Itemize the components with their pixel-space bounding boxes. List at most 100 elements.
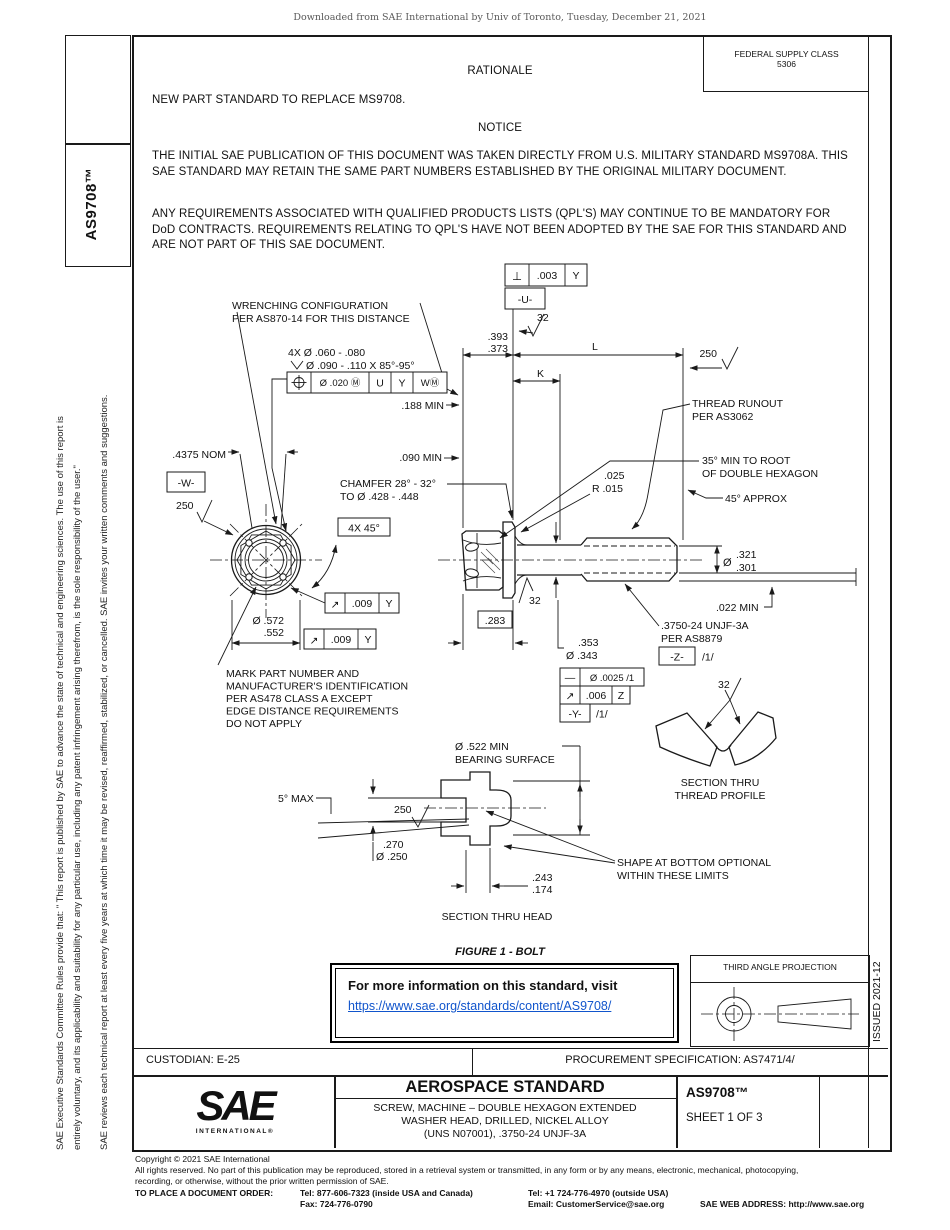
bolt-front-view (230, 524, 302, 596)
datum-u: -U- (518, 294, 533, 306)
doc-number: AS9708™ (686, 1085, 749, 1100)
procurement-spec: PROCUREMENT SPECIFICATION: AS7471/4/ (565, 1054, 795, 1066)
dim-552: .552 (264, 627, 285, 639)
min-188: .188 MIN (401, 400, 444, 412)
bolt-side-view (461, 521, 678, 599)
head-hatch (480, 548, 501, 574)
part-title-2: WASHER HEAD, DRILLED, NICKEL ALLOY (401, 1115, 609, 1127)
lockwire-hole (245, 539, 253, 547)
info-box-link[interactable]: https://www.sae.org/standards/content/AS… (348, 999, 612, 1013)
wrenching-line1: WRENCHING CONFIGURATION (232, 300, 388, 312)
rationale-title: RATIONALE (467, 65, 533, 77)
head-runout-fcfs: ↗ .009 Y Ø .572 .552 ↗ .009 Y (231, 587, 400, 650)
rights-line-1: All rights reserved. No part of this pub… (135, 1165, 799, 1175)
dim-250: Ø .250 (376, 851, 408, 863)
part-title-3: (UNS N07001), .3750-24 UNJF-3A (423, 1128, 587, 1140)
datum-y: -Y- (568, 709, 582, 721)
finish-32-shank: 32 (529, 595, 541, 607)
sidebar-disclaimer-2: SAE reviews each technical report at lea… (99, 394, 110, 1150)
dim-025: .025 (604, 470, 625, 482)
thread-callout: .3750-24 UNJF-3A PER AS8879 -Z- /1/ (624, 583, 749, 666)
fsc-box: FEDERAL SUPPLY CLASS 5306 (703, 35, 869, 92)
dim-321: .321 (736, 549, 757, 561)
position-tol: Ø .020 Ⓜ (320, 378, 361, 389)
wrenching-line2: PER AS870-14 FOR THIS DISTANCE (232, 313, 410, 325)
shape-note-1: SHAPE AT BOTTOM OPTIONAL (617, 857, 771, 869)
upper-dimensions: .393 .373 L K .188 MIN .090 MIN (399, 309, 684, 540)
thread-callout-2: PER AS8879 (661, 633, 722, 645)
bearing-note-1: Ø .522 MIN (455, 741, 509, 753)
sae-logo-sub: INTERNATIONAL® (196, 1127, 274, 1135)
position-symbol (291, 375, 307, 390)
datum-z: -Z- (670, 652, 684, 664)
projection-title: THIRD ANGLE PROJECTION (723, 962, 837, 972)
section-thru-head: Ø .522 MIN BEARING SURFACE 5° MAX 250 .2… (278, 741, 771, 923)
position-d2: Y (398, 378, 405, 390)
dia-sym: Ø (723, 557, 732, 569)
wrenching-note: WRENCHING CONFIGURATION PER AS870-14 FOR… (232, 300, 459, 525)
approx-45: 45° APPROX (725, 493, 787, 505)
runout-tol-2: .009 (331, 634, 352, 646)
thread-dia-dims: Ø .321 .301 .022 MIN (679, 545, 857, 614)
datum-w: -W- (178, 478, 195, 490)
order-fax: Fax: 724-776-0790 (300, 1199, 373, 1209)
dim-353: .353 (578, 637, 599, 649)
holes-note-1: 4X Ø .060 - .080 (288, 347, 365, 359)
min-090: .090 MIN (399, 452, 442, 464)
mark-line1: MARK PART NUMBER AND (226, 668, 359, 680)
dim-174: .174 (532, 884, 553, 896)
mark-note: MARK PART NUMBER AND MANUFACTURER'S IDEN… (217, 586, 408, 730)
dim-243: .243 (532, 872, 553, 884)
section-head-caption: SECTION THRU HEAD (442, 911, 553, 923)
angle-4x45: 4X 45° (311, 517, 391, 589)
section-thread-2: THREAD PROFILE (674, 790, 765, 802)
lockwire-hole-note: 4X Ø .060 - .080 Ø .090 - .110 X 85°-95°… (271, 347, 448, 532)
dim-393: .393 (488, 331, 509, 343)
fsc-label: FEDERAL SUPPLY CLASS (734, 49, 839, 59)
order-tel-1: Tel: 877-606-7323 (inside USA and Canada… (300, 1188, 473, 1198)
runout-tol: .009 (352, 598, 373, 610)
frame-right-inner-line (868, 35, 869, 1148)
shape-note-2: WITHIN THESE LIMITS (617, 870, 729, 882)
finish-32-thread: 32 (718, 679, 730, 691)
dim-343: Ø .343 (566, 650, 598, 662)
lockwire-hole (279, 573, 287, 581)
doc-type: AEROSPACE STANDARD (405, 1078, 605, 1096)
thread-fcf-stack: — Ø .0025 /1 ↗ .006 Z -Y- /1/ (559, 667, 645, 723)
sae-web-address[interactable]: SAE WEB ADDRESS: http://www.sae.org (700, 1199, 865, 1209)
note-ref-z: /1/ (702, 652, 714, 664)
copyright-line: Copyright © 2021 SAE International (135, 1154, 270, 1164)
runout-tol-006: .006 (586, 690, 607, 702)
dim-373: .373 (488, 343, 509, 355)
sheet-number: SHEET 1 OF 3 (686, 1112, 763, 1124)
fsc-value: 5306 (777, 59, 796, 69)
root-note-1: 35° MIN TO ROOT (702, 455, 791, 467)
finish-250-section: 250 (394, 804, 412, 816)
order-email[interactable]: Email: CustomerService@sae.org (528, 1199, 665, 1209)
figure-1-drawing: .393 .373 L K .188 MIN .090 MIN ⊥ .003 Y… (166, 263, 857, 923)
straightness-tol: Ø .0025 /1 (590, 673, 634, 684)
mark-line4: EDGE DISTANCE REQUIREMENTS (226, 706, 399, 718)
right-side-notes: THREAD RUNOUT PER AS3062 35° MIN TO ROOT… (340, 398, 818, 539)
root-note-2: OF DOUBLE HEXAGON (702, 468, 818, 480)
projection-symbol (701, 987, 859, 1041)
finish-250-left-label: 250 (176, 500, 194, 512)
position-d3: WⓂ (421, 378, 440, 389)
notice-title: NOTICE (477, 122, 523, 134)
custodian: CUSTODIAN: E-25 (146, 1054, 240, 1066)
rationale-text: NEW PART STANDARD TO REPLACE MS9708. (152, 94, 406, 106)
sae-logo: SAE INTERNATIONAL® (196, 1082, 282, 1135)
finish-32-top: 32 (537, 312, 549, 324)
max-5: 5° MAX (278, 793, 314, 805)
sae-logo-text: SAE (196, 1082, 278, 1129)
perp-symbol: ⊥ (512, 271, 522, 283)
angle-4x45-label: 4X 45° (348, 523, 380, 535)
dim-572: Ø .572 (252, 615, 284, 627)
dim-K: K (537, 368, 544, 380)
thread-runout-1: THREAD RUNOUT (692, 398, 784, 410)
section-thread-1: SECTION THRU (681, 777, 760, 789)
sidebar-disclaimer-1: SAE Executive Standards Committee Rules … (55, 416, 84, 1150)
thread-runout-2: PER AS3062 (692, 411, 753, 423)
holes-note-2: Ø .090 - .110 X 85°-95° (306, 360, 415, 372)
